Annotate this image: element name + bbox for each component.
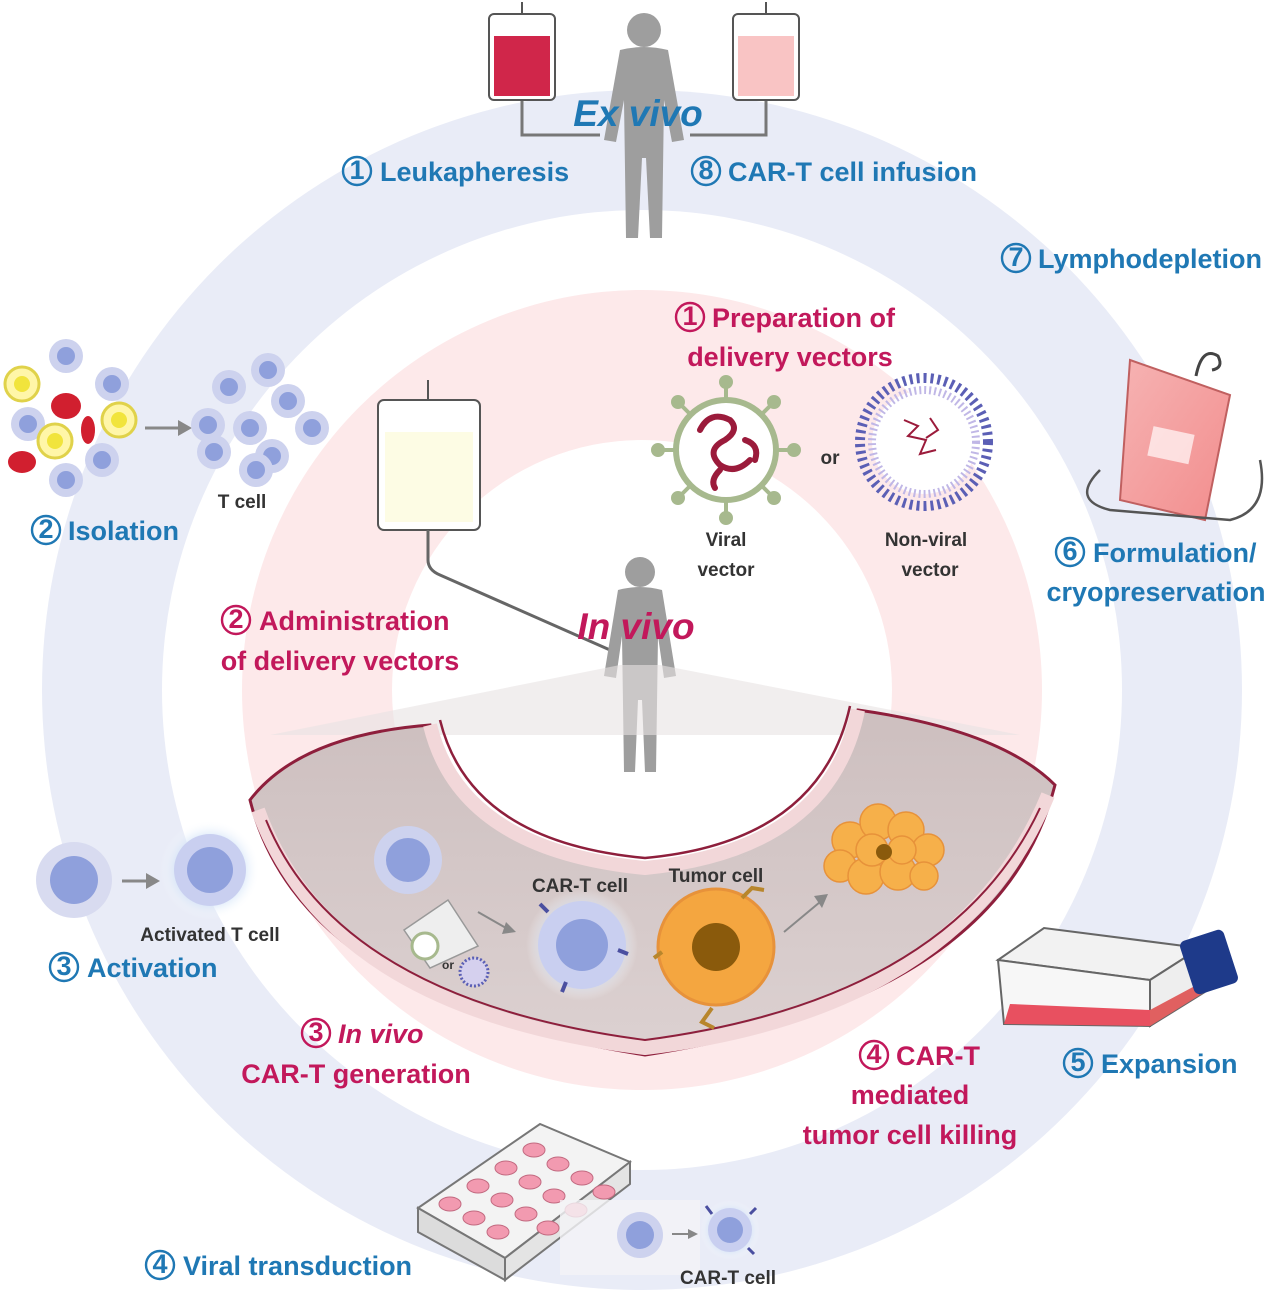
activated-t-cell-label: Activated T cell bbox=[140, 925, 279, 946]
t-cell-cluster bbox=[191, 353, 329, 487]
ex-step-3-num: 3 bbox=[56, 951, 71, 981]
ex-vivo-title: Ex vivo bbox=[573, 93, 703, 134]
ex-step-5-num: 5 bbox=[1070, 1047, 1085, 1077]
cryo-bag-icon bbox=[1085, 352, 1264, 522]
mini-or-text: or bbox=[442, 958, 454, 972]
viral-vector-label-line2: vector bbox=[697, 560, 755, 581]
nonviral-vector-label-line1: Non-viral bbox=[885, 530, 967, 551]
vector-or-text: or bbox=[821, 448, 841, 469]
ex-vivo-infusion-scene bbox=[488, 2, 800, 238]
iv-step-2-num: 2 bbox=[228, 604, 243, 634]
iv-step-4-num: 4 bbox=[866, 1039, 881, 1069]
ex-step-7-label: Lymphodepletion bbox=[1038, 244, 1262, 274]
ex-step-8-label: CAR-T cell infusion bbox=[728, 157, 977, 187]
iv-step-1-num: 1 bbox=[682, 301, 697, 331]
killed-tumor-cell-icon bbox=[823, 803, 945, 895]
viral-vector-icon bbox=[651, 375, 801, 525]
ex-step-6-num: 6 bbox=[1062, 536, 1077, 566]
iv-step-1-label-line1: Preparation of bbox=[712, 303, 896, 333]
viral-vector-label-line1: Viral bbox=[706, 530, 747, 551]
ex-step-6-label-line1: Formulation/ bbox=[1093, 538, 1257, 568]
blood-vessel bbox=[248, 705, 1057, 1057]
tumor-cell-label: Tumor cell bbox=[669, 866, 764, 887]
iv-step-1-label-line2: delivery vectors bbox=[687, 342, 893, 372]
iv-step-3-num: 3 bbox=[308, 1017, 323, 1047]
t-cell-label: T cell bbox=[218, 492, 267, 513]
non-viral-vector-icon bbox=[855, 373, 993, 511]
ex-step-3-label: Activation bbox=[87, 953, 218, 983]
car-t-cell-label-bottom: CAR-T cell bbox=[680, 1268, 776, 1289]
iv-step-4-label-line2: mediated bbox=[851, 1080, 970, 1110]
iv-step-3-label-line2: CAR-T generation bbox=[241, 1059, 471, 1089]
human-silhouette-icon bbox=[604, 13, 684, 238]
iv-step-4-label-line3: tumor cell killing bbox=[803, 1120, 1018, 1150]
iv-step-2-label-line1: Administration bbox=[259, 606, 450, 636]
ex-step-1-num: 1 bbox=[349, 155, 364, 185]
ex-step-1-label: Leukapheresis bbox=[380, 157, 569, 187]
ex-step-8-num: 8 bbox=[698, 155, 713, 185]
ex-step-2-label: Isolation bbox=[68, 516, 179, 546]
in-vivo-title: In vivo bbox=[577, 606, 694, 647]
ex-step-5-label: Expansion bbox=[1101, 1049, 1238, 1079]
ex-step-6-label-line2: cryopreservation bbox=[1046, 577, 1265, 607]
ex-step-2-num: 2 bbox=[38, 514, 53, 544]
isolation-cells bbox=[3, 339, 138, 497]
culture-flask-icon bbox=[995, 926, 1238, 1028]
iv-step-2-label-line2: of delivery vectors bbox=[221, 646, 460, 676]
nonviral-vector-label-line2: vector bbox=[901, 560, 959, 581]
car-t-cell-label-vessel: CAR-T cell bbox=[532, 876, 628, 897]
iv-step-4-label-line1: CAR-T bbox=[896, 1041, 980, 1071]
iv-step-3-label-line1: In vivo bbox=[338, 1019, 424, 1049]
ex-step-4-num: 4 bbox=[152, 1249, 167, 1279]
ex-step-7-num: 7 bbox=[1008, 242, 1023, 272]
ex-step-4-label: Viral transduction bbox=[183, 1251, 412, 1281]
